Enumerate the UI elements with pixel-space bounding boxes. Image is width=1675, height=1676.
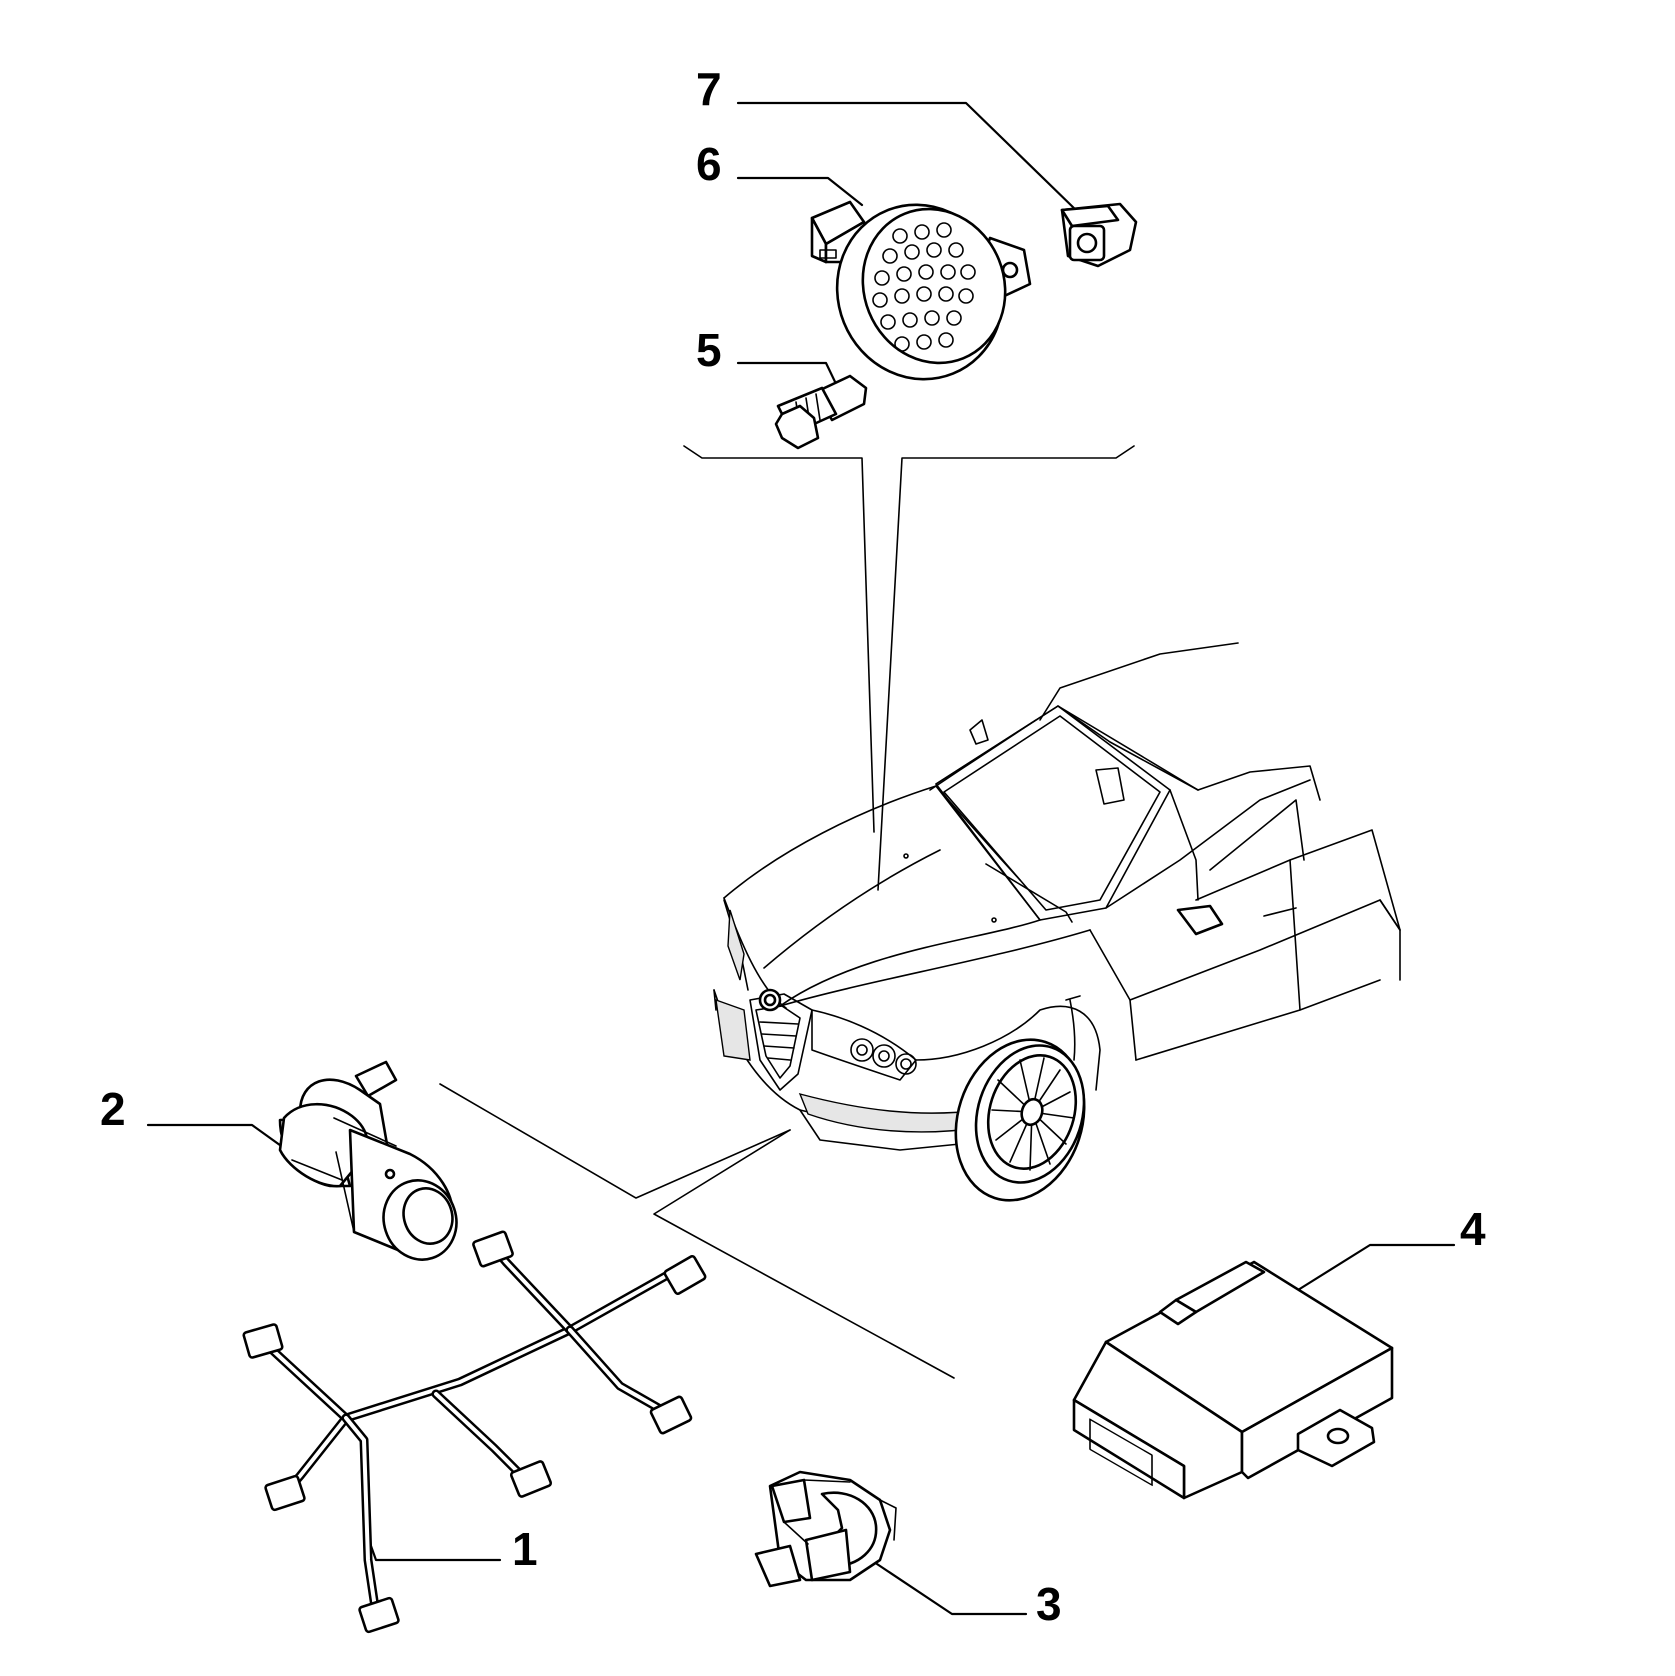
part-4-control-module bbox=[1072, 1260, 1394, 1500]
callout-5: 5 bbox=[696, 324, 722, 376]
part-2-parking-sensor bbox=[278, 1060, 458, 1261]
lower-group-bracket bbox=[439, 1083, 955, 1379]
sensor-group-bracket bbox=[683, 445, 1135, 891]
leader-lines bbox=[146, 101, 1456, 1616]
callout-7: 7 bbox=[696, 63, 722, 115]
part-1-wiring-harness bbox=[242, 1230, 707, 1634]
part-5-bolt bbox=[774, 374, 868, 450]
callout-3: 3 bbox=[1036, 1578, 1062, 1630]
callout-1: 1 bbox=[512, 1523, 538, 1575]
part-6-sensor bbox=[810, 200, 1032, 381]
callout-6: 6 bbox=[696, 138, 722, 190]
car-illustration bbox=[713, 642, 1401, 1202]
callout-2: 2 bbox=[100, 1083, 126, 1135]
part-7-clip bbox=[1060, 202, 1138, 268]
callout-4: 4 bbox=[1460, 1203, 1486, 1255]
part-3-sensor-holder bbox=[754, 1470, 897, 1588]
